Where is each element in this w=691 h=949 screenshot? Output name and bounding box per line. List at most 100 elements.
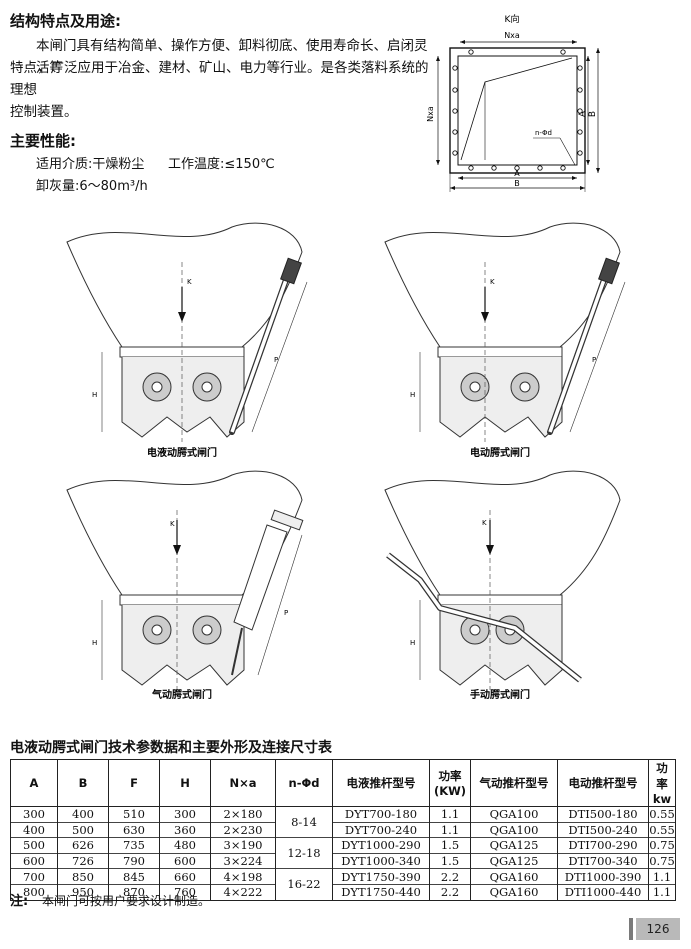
cell: 3×224 [210,853,276,869]
cell: 0.55 [648,806,676,823]
diagram-1-k: K [187,278,192,286]
cell: 1.5 [429,853,471,869]
cell: DTI1000-440 [557,884,649,901]
cell: DYT1000-340 [332,853,430,869]
medium-text: 适用介质:干燥粉尘 [36,157,145,172]
diagram-4-k: K [482,519,487,527]
cell: 500 [10,837,58,854]
cell: 700 [10,868,58,885]
cell: 300 [159,806,211,823]
cell: 500 [57,822,109,838]
col-h: H [159,759,211,807]
outer-flange [449,47,586,174]
diagram-4-h: H [410,639,415,647]
diagram-2-caption: 电动腭式闸门 [470,446,530,457]
section-title-performance: 主要性能: [10,132,76,150]
col-nphi: n-Φd [275,759,333,807]
cell: 1.1 [429,806,471,823]
table-row: 300 400 510 300 2×180 8-14 DYT700-180 1.… [10,806,676,838]
cell: 300 [10,806,58,823]
cell-nphi-group: 12-18 [275,837,333,869]
section-title-features: 结构特点及用途: [10,12,121,30]
diagram-4-caption: 手动腭式闸门 [470,688,530,701]
cell: DYT1750-390 [332,868,430,885]
inner-opening [457,55,578,166]
diagram-1-h: H [92,391,97,399]
a-bottom-label: A [514,169,520,178]
cell: DYT700-180 [332,806,430,823]
diagram-1-caption: 电液动腭式闸门 [147,446,217,457]
cell: DTI700-340 [557,853,649,869]
cell: 0.75 [648,837,676,854]
cell: 626 [57,837,109,854]
cell: DYT1750-440 [332,884,430,901]
table-row: 600 726 790 600 3×224 DYT1000-340 1.5 QG… [10,853,676,869]
cell: 870 [108,884,160,901]
cell: 1.5 [429,837,471,854]
diagram-3-p: P [284,609,288,617]
table-row: 800 950 870 760 4×222 DYT1750-440 2.2 QG… [10,884,676,901]
cell: 600 [159,853,211,869]
cell: QGA100 [470,806,558,823]
features-paragraph-cont: 特点，广泛应用于冶金、建材、矿山、电力等行业。是各类落料系统的理想 控制装置。 [10,57,430,123]
diagram-2-h: H [410,391,415,399]
temperature-text: 工作温度:≤150℃ [168,157,275,172]
cell: 2.2 [429,884,471,901]
cell: DTI500-240 [557,822,649,838]
cell: 480 [159,837,211,854]
diagram-3-k: K [170,520,175,528]
table-header-row: A B F H N×a n-Φd 电液推杆型号 功率(KW) 气动推杆型号 电动… [10,759,676,807]
diagram-3-h: H [92,639,97,647]
diagram-electric: K H P 电动腭式闸门 [384,222,626,457]
cell: 950 [57,884,109,901]
cell: 660 [159,868,211,885]
hole-callout: n-Φd [535,129,552,137]
k-view-label: K向 [505,13,520,25]
table-row: 700 850 845 660 4×198 16-22 DYT1750-390 … [10,868,676,901]
cell: QGA160 [470,884,558,901]
col-power-kw-2: 功率kw [648,759,676,807]
cell: 4×222 [210,884,276,901]
diagram-manual: K H 手动腭式闸门 [384,470,621,701]
cell: QGA160 [470,868,558,885]
note-label: 注: [10,894,29,909]
col-f: F [108,759,160,807]
table-title: 电液动腭式闸门技术参数据和主要外形及连接尺寸表 [10,740,332,756]
cell: 1.1 [648,884,676,901]
nxa-top-label: Nxa [504,31,520,40]
features-line-1: 本闸门具有结构简单、操作方便、卸料彻底、使用寿命长、启闭灵活等 [36,38,428,76]
cell: 360 [159,822,211,838]
note-line: 注: 本闸门可按用户要求设计制造。 [10,890,210,909]
cell-nphi-group: 8-14 [275,806,333,838]
cell: QGA125 [470,837,558,854]
page-number-bar [629,918,633,940]
top-view-drawing: K向 Nxa Nxa A B n-Φd A B [426,13,600,192]
features-line-3: 控制装置。 [10,104,78,120]
cell: 1.1 [429,822,471,838]
cell: 2×230 [210,822,276,838]
table-row: 400 500 630 360 2×230 DYT700-240 1.1 QGA… [10,822,676,838]
col-pneumatic-model: 气动推杆型号 [470,759,558,807]
cell: 400 [57,806,109,823]
page-number: 126 [636,918,680,940]
col-power-kw: 功率(KW) [429,759,471,807]
cell: 600 [10,853,58,869]
spec-table: A B F H N×a n-Φd 电液推杆型号 功率(KW) 气动推杆型号 电动… [10,759,676,901]
cell: 4×198 [210,868,276,885]
col-electric-model: 电动推杆型号 [557,759,649,807]
col-a: A [10,759,58,807]
cell: 0.55 [648,822,676,838]
cell: 790 [108,853,160,869]
cell: 3×190 [210,837,276,854]
b-bottom-label: B [514,179,520,188]
diagram-2-p: P [592,356,596,364]
cell: 845 [108,868,160,885]
note-text: 本闸门可按用户要求设计制造。 [42,894,211,908]
cell: 850 [57,868,109,885]
table-row: 500 626 735 480 3×190 12-18 DYT1000-290 … [10,837,676,869]
b-right-label: B [588,111,598,117]
discharge-text: 卸灰量:6～80m³/h [36,179,148,194]
diagram-2-k: K [490,278,495,286]
diagram-1-p: P [274,356,278,364]
diagram-electro-hydraulic: K H P 电液动腭式闸门 [66,222,308,457]
